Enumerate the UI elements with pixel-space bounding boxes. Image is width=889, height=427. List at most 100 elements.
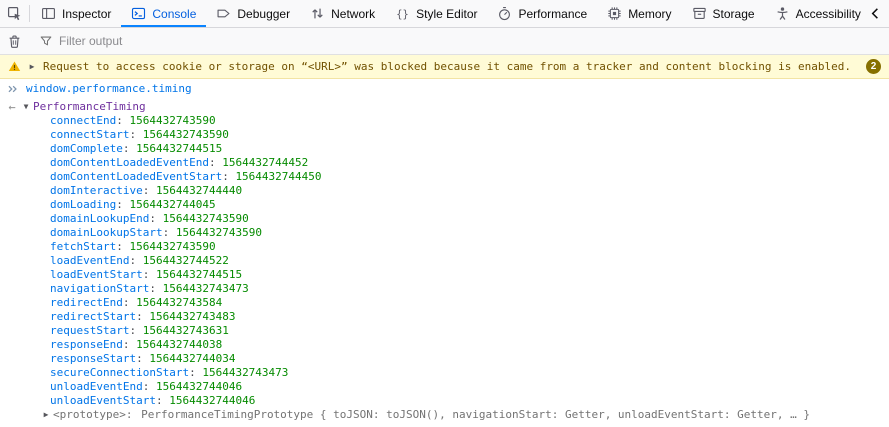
- memory-chip-icon: [607, 6, 622, 21]
- object-class-name: PerformanceTiming: [33, 100, 146, 113]
- object-property-row: unloadEventStart: 1564432744046: [0, 394, 889, 408]
- property-colon: :: [222, 170, 236, 183]
- object-property-row: requestStart: 1564432743631: [0, 324, 889, 338]
- pick-element-button[interactable]: [0, 0, 28, 27]
- tab-label: Performance: [518, 6, 588, 21]
- inspector-icon: [41, 6, 56, 21]
- devtools-tab-bar: Inspector Console Debugger Network {} St…: [0, 0, 889, 28]
- property-name: responseStart: [50, 352, 137, 365]
- property-value: 1564432744452: [222, 156, 309, 169]
- expand-prototype-twisty[interactable]: ▶: [43, 410, 49, 419]
- property-value: 1564432743473: [202, 366, 289, 379]
- tab-network[interactable]: Network: [300, 0, 385, 27]
- tab-memory[interactable]: Memory: [597, 0, 681, 27]
- property-value: 1564432744034: [149, 352, 236, 365]
- console-filter-bar: [0, 28, 889, 55]
- property-colon: :: [122, 338, 137, 351]
- property-name: domComplete: [50, 142, 123, 155]
- property-name: redirectEnd: [50, 296, 123, 309]
- property-value: 1564432744515: [155, 268, 243, 281]
- prototype-row: ▶ <prototype>: PerformanceTimingPrototyp…: [0, 408, 889, 422]
- property-colon: :: [129, 254, 143, 267]
- property-value: 1564432744515: [136, 142, 223, 155]
- pick-element-icon: [7, 6, 22, 21]
- property-value: 1564432744522: [142, 254, 229, 267]
- tab-style-editor[interactable]: {} Style Editor: [385, 0, 487, 27]
- input-chevrons-icon: [8, 85, 17, 93]
- property-value: 1564432743590: [142, 128, 229, 141]
- property-value: 1564432743584: [136, 296, 223, 309]
- expand-warning-twisty[interactable]: ▶: [29, 61, 35, 71]
- property-colon: :: [116, 240, 130, 253]
- accessibility-person-icon: [775, 6, 790, 21]
- property-name: loadEventEnd: [50, 254, 130, 267]
- property-name: domLoading: [50, 198, 117, 211]
- property-name: domContentLoadedEventStart: [50, 170, 223, 183]
- debugger-icon: [216, 6, 231, 21]
- property-name: unloadEventStart: [50, 394, 156, 407]
- property-name: redirectStart: [50, 310, 137, 323]
- clear-console-button[interactable]: [0, 34, 28, 49]
- object-property-row: domainLookupEnd: 1564432743590: [0, 212, 889, 226]
- prototype-summary: PerformanceTimingPrototype { toJSON: toJ…: [141, 408, 810, 421]
- toolbar-separator: [29, 5, 30, 22]
- property-colon: :: [155, 394, 170, 407]
- object-property-row: unloadEventEnd: 1564432744046: [0, 380, 889, 394]
- filter-input-container: [31, 34, 889, 48]
- tab-inspector[interactable]: Inspector: [31, 0, 121, 27]
- property-colon: :: [149, 212, 163, 225]
- warning-message-row: ▶ Request to access cookie or storage on…: [0, 55, 889, 79]
- toolbox-chevron-button[interactable]: [861, 6, 889, 21]
- property-name: loadEventStart: [50, 268, 143, 281]
- stopwatch-icon: [497, 6, 512, 21]
- object-property-row: domComplete: 1564432744515: [0, 142, 889, 156]
- property-name: unloadEventEnd: [50, 380, 143, 393]
- object-property-row: connectStart: 1564432743590: [0, 128, 889, 142]
- object-inspector: ← ▼ PerformanceTiming connectEnd: 156443…: [0, 99, 889, 422]
- tab-performance[interactable]: Performance: [487, 0, 597, 27]
- object-property-row: domLoading: 1564432744045: [0, 198, 889, 212]
- tab-label: Debugger: [237, 6, 291, 21]
- property-colon: :: [122, 296, 137, 309]
- property-colon: :: [136, 352, 150, 365]
- tab-console[interactable]: Console: [121, 0, 207, 27]
- property-name: domainLookupEnd: [50, 212, 150, 225]
- tab-label: Memory: [628, 6, 672, 21]
- property-name: navigationStart: [50, 282, 150, 295]
- property-name: domContentLoadedEventEnd: [50, 156, 209, 169]
- property-name: fetchStart: [50, 240, 117, 253]
- panel-tabs: Inspector Console Debugger Network {} St…: [31, 0, 861, 27]
- property-value: 1564432744045: [129, 198, 216, 211]
- object-property-row: domContentLoadedEventEnd: 1564432744452: [0, 156, 889, 170]
- object-property-row: navigationStart: 1564432743473: [0, 282, 889, 296]
- prototype-colon: :: [125, 408, 140, 421]
- console-output: ▶ Request to access cookie or storage on…: [0, 55, 889, 422]
- tab-debugger[interactable]: Debugger: [206, 0, 300, 27]
- property-name: secureConnectionStart: [50, 366, 190, 379]
- warning-repeat-badge: 2: [866, 59, 881, 74]
- property-name: responseEnd: [50, 338, 123, 351]
- console-input-echo-row: window.performance.timing: [0, 79, 889, 99]
- property-value: 1564432743590: [162, 212, 249, 225]
- tab-accessibility[interactable]: Accessibility: [765, 0, 861, 27]
- object-property-row: redirectStart: 1564432743483: [0, 310, 889, 324]
- object-property-row: responseEnd: 1564432744038: [0, 338, 889, 352]
- property-value: 1564432743631: [142, 324, 229, 337]
- result-arrow-icon: ←: [8, 100, 16, 114]
- property-colon: :: [142, 268, 156, 281]
- property-value: 1564432744440: [155, 184, 243, 197]
- tab-storage[interactable]: Storage: [682, 0, 765, 27]
- property-value: 1564432743590: [129, 114, 216, 127]
- trash-icon: [7, 34, 22, 49]
- filter-output-input[interactable]: [59, 34, 889, 48]
- property-value: 1564432744450: [235, 170, 322, 183]
- tab-label: Inspector: [62, 6, 112, 21]
- property-colon: :: [142, 380, 156, 393]
- property-name: connectEnd: [50, 114, 117, 127]
- object-property-row: responseStart: 1564432744034: [0, 352, 889, 366]
- svg-text:{}: {}: [396, 8, 408, 20]
- braces-icon: {}: [395, 6, 410, 21]
- object-property-row: secureConnectionStart: 1564432743473: [0, 366, 889, 380]
- property-name: domainLookupStart: [50, 226, 163, 239]
- collapse-object-twisty[interactable]: ▼: [23, 102, 29, 111]
